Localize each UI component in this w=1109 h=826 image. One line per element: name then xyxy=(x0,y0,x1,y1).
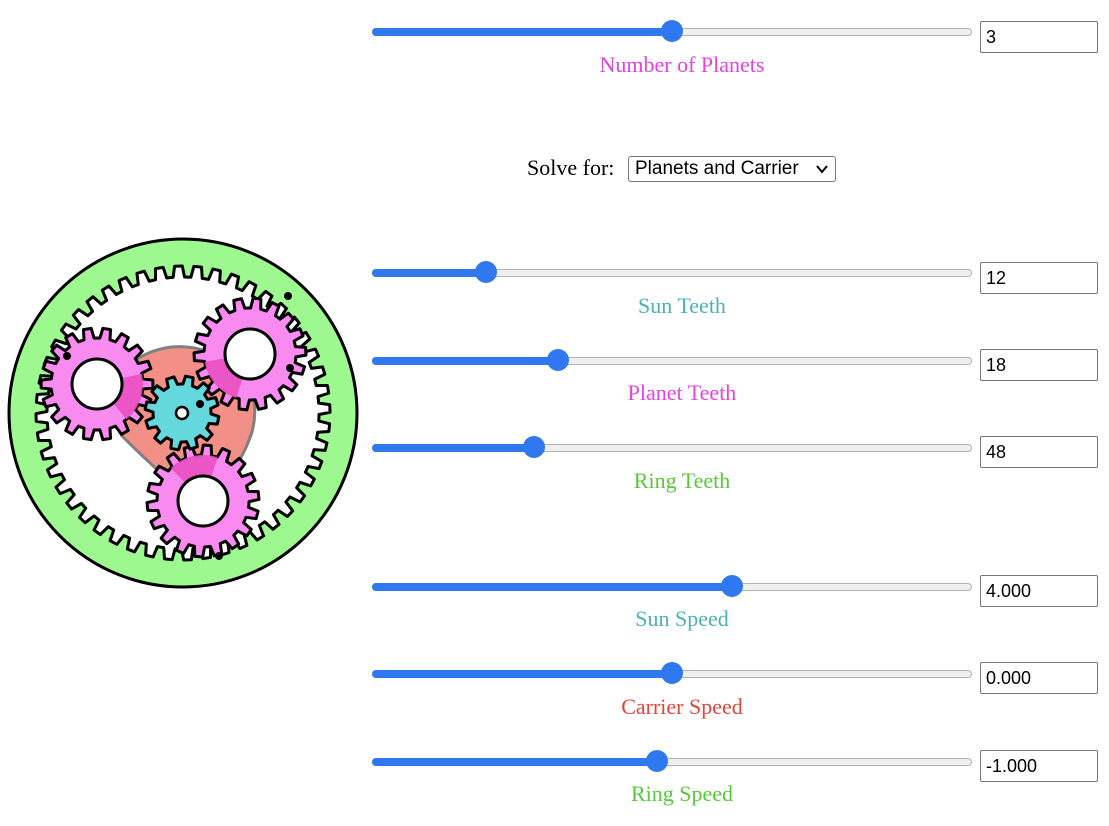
slider-thumb[interactable] xyxy=(547,349,569,371)
carrier-speed-label: Carrier Speed xyxy=(621,694,743,719)
planet-gear xyxy=(39,326,155,442)
planet-teeth-input[interactable]: 18 xyxy=(980,349,1098,381)
slider-thumb[interactable] xyxy=(475,261,497,283)
sun-speed-label: Sun Speed xyxy=(635,606,729,631)
solve-for-select[interactable]: Planets and Carrier xyxy=(628,156,836,182)
planet-marker-dot xyxy=(215,552,223,560)
slider-fill xyxy=(372,357,558,365)
ring-speed-label: Ring Speed xyxy=(630,781,734,806)
ring-teeth-slider[interactable] xyxy=(372,436,972,458)
sun-teeth-slider[interactable] xyxy=(372,261,972,283)
planet-hole xyxy=(70,357,124,411)
ring-teeth-label: Ring Teeth xyxy=(633,468,731,493)
ring-speed-slider[interactable] xyxy=(372,750,972,772)
planetary-gear-diagram xyxy=(4,236,362,594)
planet-hole xyxy=(223,327,277,381)
sun-teeth-label: Sun Teeth xyxy=(638,293,726,318)
planets-label: Number of Planets xyxy=(599,52,765,77)
slider-thumb[interactable] xyxy=(646,750,668,772)
sun-speed-input[interactable]: 4.000 xyxy=(980,575,1098,607)
slider-fill xyxy=(372,583,732,591)
slider-thumb[interactable] xyxy=(721,575,743,597)
sun-teeth-input[interactable]: 12 xyxy=(980,262,1098,294)
planet-teeth-label: Planet Teeth xyxy=(627,380,737,405)
carrier-speed-input[interactable]: 0.000 xyxy=(980,662,1098,694)
sun-marker-dot xyxy=(196,400,204,408)
solve-for-label: Solve for: xyxy=(527,155,615,180)
planet-gears xyxy=(39,296,308,560)
planet-gear xyxy=(145,443,261,560)
slider-thumb[interactable] xyxy=(661,20,683,42)
planet-gear xyxy=(192,296,308,412)
sun-speed-slider[interactable] xyxy=(372,575,972,597)
solve-for-selected: Planets and Carrier xyxy=(635,158,799,179)
ring-teeth-input[interactable]: 48 xyxy=(980,436,1098,468)
slider-fill xyxy=(372,758,657,766)
planets-slider[interactable] xyxy=(372,20,972,42)
ring-marker-dot xyxy=(284,292,292,300)
carrier-speed-slider[interactable] xyxy=(372,662,972,684)
sun-axle xyxy=(174,405,190,421)
planet-hole xyxy=(176,474,230,528)
planets-input[interactable]: 3 xyxy=(980,21,1098,53)
slider-fill xyxy=(372,28,672,36)
ring-speed-input[interactable]: -1.000 xyxy=(980,750,1098,782)
slider-fill xyxy=(372,269,486,277)
slider-thumb[interactable] xyxy=(661,662,683,684)
planet-marker-dot xyxy=(286,364,294,372)
chevron-down-icon xyxy=(816,165,828,174)
planet-marker-dot xyxy=(63,352,71,360)
slider-thumb[interactable] xyxy=(523,436,545,458)
gear-canvas xyxy=(7,237,359,589)
sun-gear xyxy=(143,374,221,452)
slider-fill xyxy=(372,670,672,678)
planet-teeth-slider[interactable] xyxy=(372,349,972,371)
slider-fill xyxy=(372,444,534,452)
